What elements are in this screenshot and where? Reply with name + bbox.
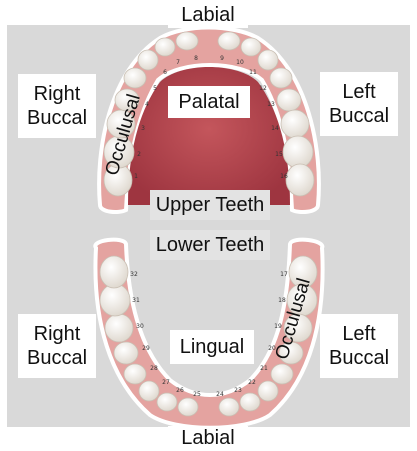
lower-tooth-28 — [124, 364, 146, 384]
labial-bottom-label: Labial — [168, 426, 248, 450]
right-buccal-lower-line1: Right — [34, 322, 81, 346]
right-buccal-upper-line2: Buccal — [27, 106, 87, 130]
upper-tooth-number-7: 7 — [176, 59, 180, 66]
lower-tooth-number-30: 30 — [136, 323, 144, 330]
lower-tooth-30 — [105, 314, 133, 342]
upper-tooth-8 — [176, 32, 198, 50]
labial-bottom-text: Labial — [181, 426, 234, 450]
left-buccal-lower-line1: Left — [342, 322, 375, 346]
upper-teeth-label: Upper Teeth — [150, 190, 270, 220]
lower-tooth-number-18: 18 — [278, 297, 286, 304]
lower-tooth-number-28: 28 — [150, 365, 158, 372]
right-buccal-upper-line1: Right — [34, 82, 81, 106]
lower-tooth-number-27: 27 — [162, 379, 170, 386]
upper-tooth-number-13: 13 — [267, 101, 275, 108]
lower-teeth-label: Lower Teeth — [150, 230, 270, 260]
upper-tooth-9 — [218, 32, 240, 50]
lower-teeth-text: Lower Teeth — [156, 233, 265, 257]
labial-top-label: Labial — [168, 2, 248, 28]
palatal-label: Palatal — [168, 86, 250, 118]
lower-tooth-number-26: 26 — [176, 387, 184, 394]
upper-tooth-number-16: 16 — [280, 173, 288, 180]
labial-top-text: Labial — [181, 3, 234, 27]
upper-tooth-number-4: 4 — [145, 101, 149, 108]
left-buccal-lower-line2: Buccal — [329, 346, 389, 370]
upper-tooth-6 — [138, 50, 158, 70]
left-buccal-upper-line1: Left — [342, 80, 375, 104]
lower-tooth-27 — [139, 381, 159, 401]
lower-tooth-number-23: 23 — [234, 387, 242, 394]
lower-tooth-24 — [219, 398, 239, 416]
palatal-text: Palatal — [178, 90, 239, 114]
lower-tooth-26 — [157, 393, 177, 411]
upper-tooth-7 — [155, 38, 175, 56]
left-buccal-upper-line2: Buccal — [329, 104, 389, 128]
upper-tooth-number-14: 14 — [271, 125, 279, 132]
right-buccal-lower-label: Right Buccal — [18, 314, 96, 378]
lower-tooth-25 — [178, 398, 198, 416]
upper-tooth-5 — [124, 68, 146, 88]
upper-tooth-12 — [270, 68, 292, 88]
right-buccal-upper-label: Right Buccal — [18, 74, 96, 138]
upper-tooth-11 — [258, 50, 278, 70]
upper-tooth-number-9: 9 — [220, 55, 224, 62]
lower-tooth-32 — [100, 256, 128, 288]
upper-tooth-14 — [281, 110, 309, 138]
lower-tooth-number-17: 17 — [280, 271, 288, 278]
right-buccal-lower-line2: Buccal — [27, 346, 87, 370]
upper-tooth-number-2: 2 — [137, 151, 141, 158]
lower-tooth-23 — [240, 393, 260, 411]
lower-tooth-21 — [271, 364, 293, 384]
upper-tooth-number-11: 11 — [249, 69, 257, 76]
upper-tooth-13 — [277, 89, 301, 111]
lower-tooth-number-22: 22 — [248, 379, 256, 386]
upper-tooth-16 — [286, 164, 314, 196]
lingual-text: Lingual — [180, 335, 245, 359]
lower-tooth-number-32: 32 — [130, 271, 138, 278]
upper-tooth-number-5: 5 — [153, 85, 157, 92]
lower-tooth-number-29: 29 — [142, 345, 150, 352]
lingual-label: Lingual — [170, 330, 254, 364]
upper-tooth-number-8: 8 — [194, 55, 198, 62]
upper-tooth-number-15: 15 — [275, 151, 283, 158]
upper-tooth-number-6: 6 — [163, 69, 167, 76]
upper-tooth-number-12: 12 — [259, 85, 267, 92]
lower-tooth-29 — [114, 342, 138, 364]
lower-tooth-number-25: 25 — [193, 391, 201, 398]
lower-tooth-number-31: 31 — [132, 297, 140, 304]
lower-tooth-22 — [258, 381, 278, 401]
upper-tooth-15 — [283, 136, 313, 168]
lower-tooth-number-24: 24 — [216, 391, 224, 398]
upper-tooth-10 — [241, 38, 261, 56]
left-buccal-upper-label: Left Buccal — [320, 72, 398, 136]
lower-tooth-number-21: 21 — [260, 365, 268, 372]
upper-tooth-number-3: 3 — [141, 125, 145, 132]
upper-tooth-number-1: 1 — [134, 173, 138, 180]
upper-tooth-number-10: 10 — [236, 59, 244, 66]
upper-teeth-text: Upper Teeth — [156, 193, 265, 217]
left-buccal-lower-label: Left Buccal — [320, 314, 398, 378]
lower-tooth-31 — [100, 284, 130, 316]
